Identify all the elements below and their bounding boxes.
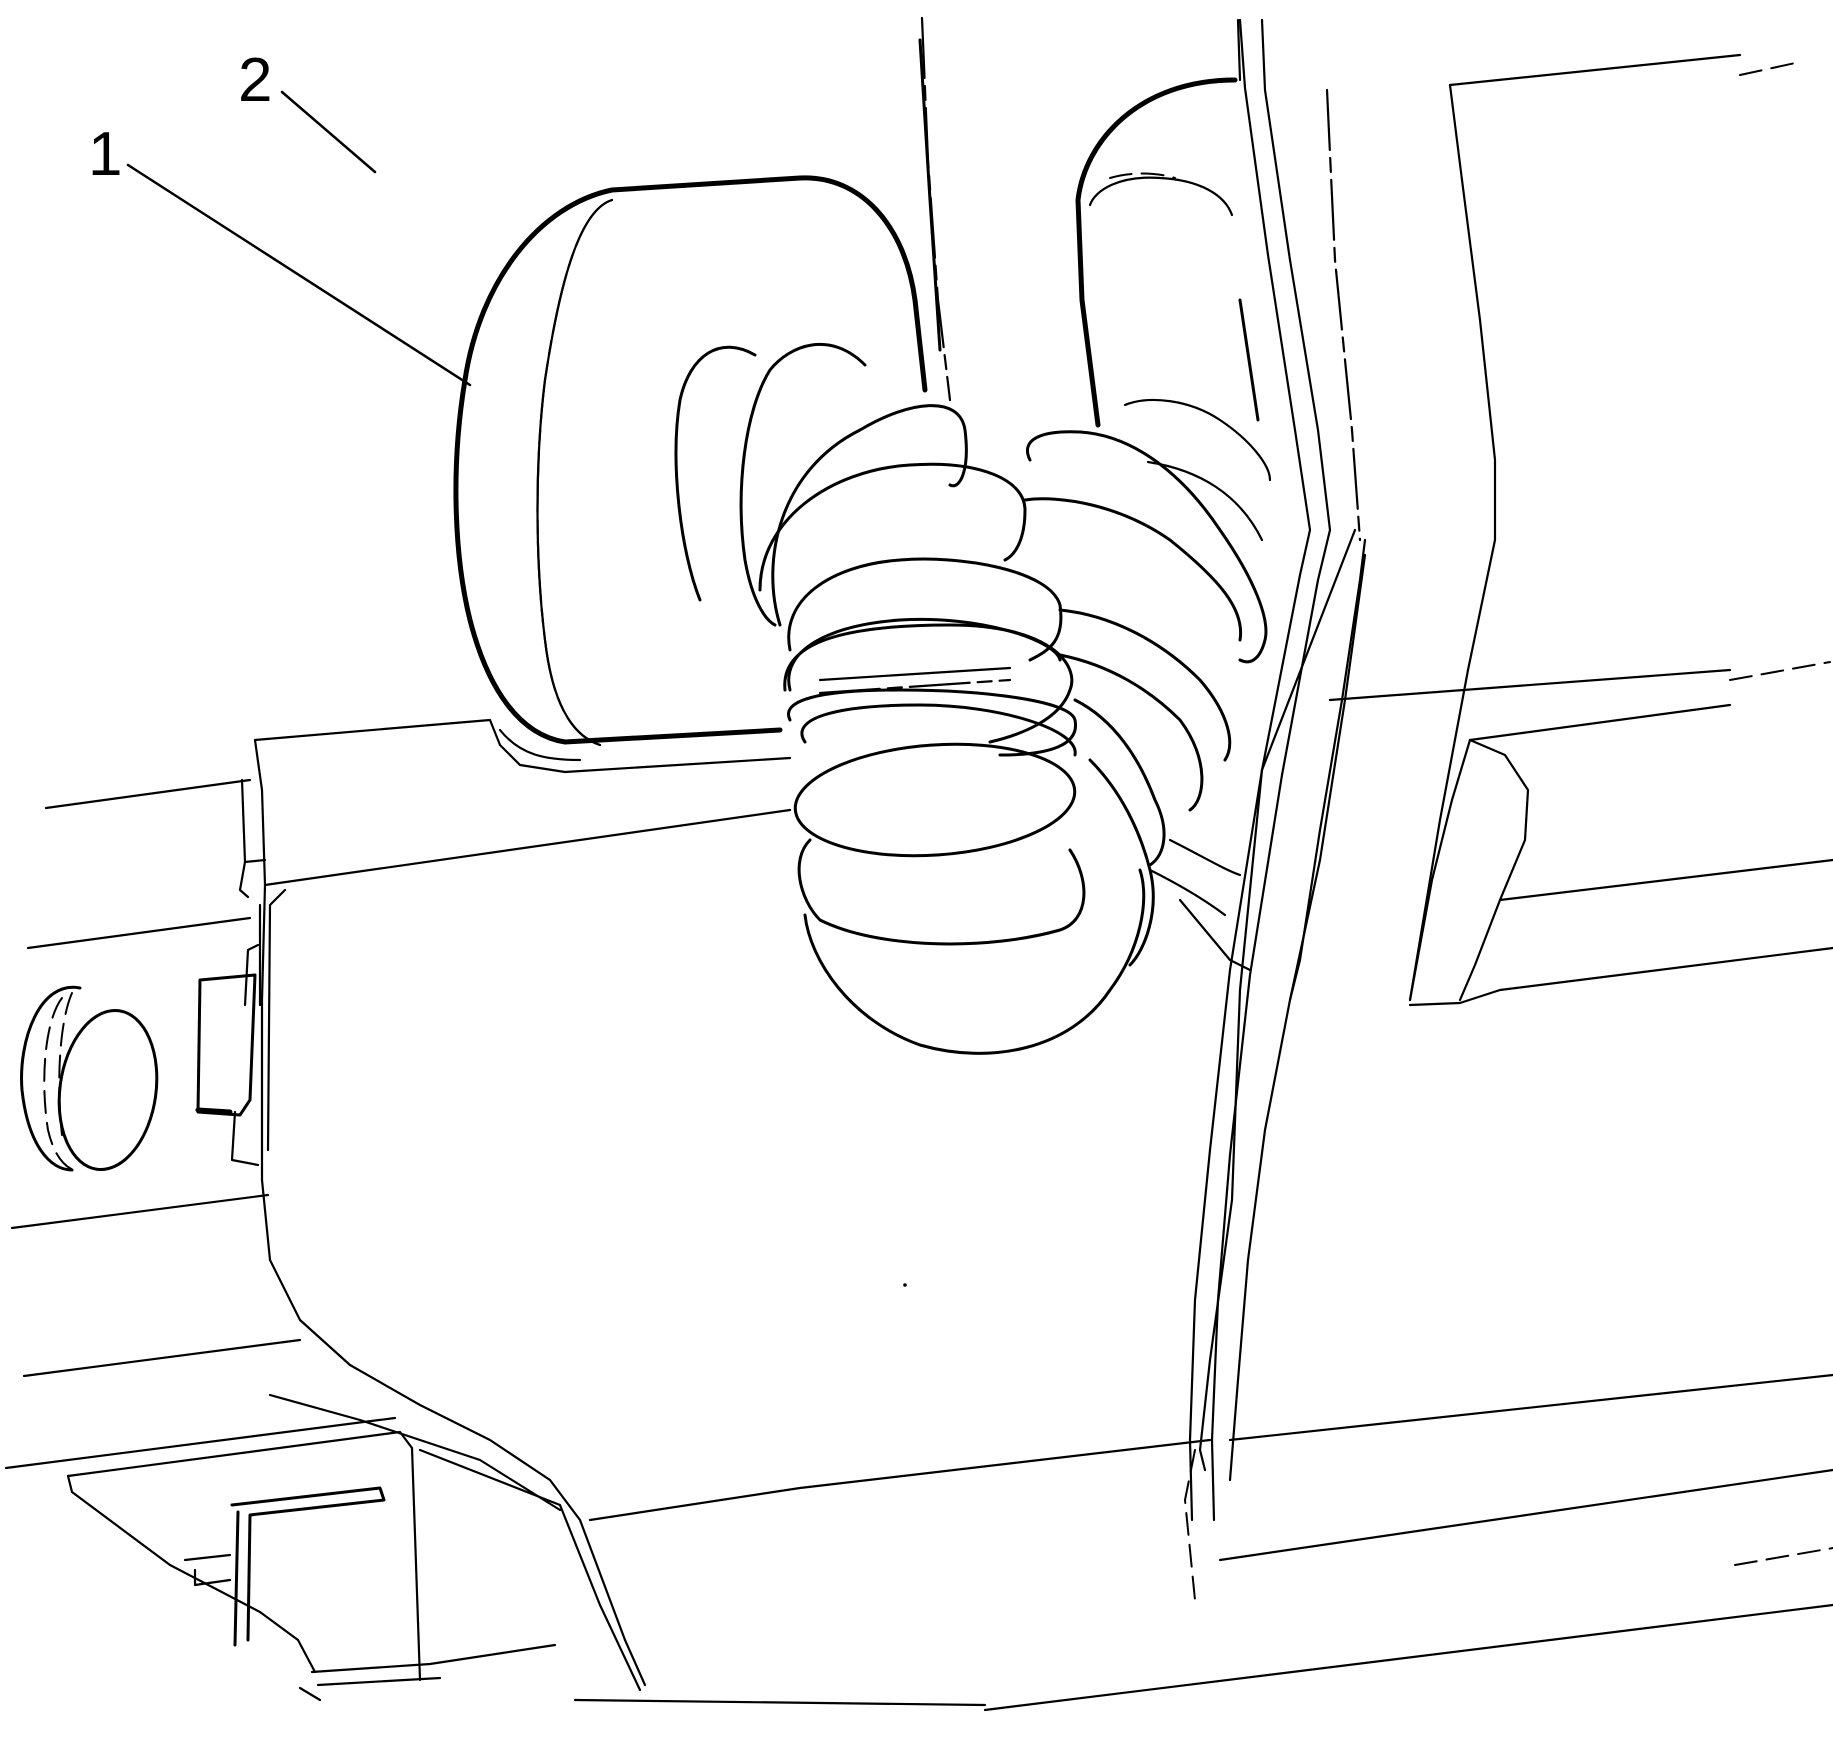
background-panel-lines xyxy=(4,61,1833,1566)
right-panel xyxy=(1328,53,1833,1007)
lower-body-panel xyxy=(253,718,1833,1712)
left-clip-bracket xyxy=(195,778,267,1167)
callout-number-2: 2 xyxy=(238,46,273,115)
bottom-tray xyxy=(66,1430,987,1707)
bellows-boot xyxy=(758,398,1272,1055)
grommet-seal xyxy=(453,175,928,762)
top-centerline xyxy=(918,16,952,402)
grommet-inner-ribs xyxy=(674,342,867,627)
upper-hose xyxy=(1075,18,1260,428)
vertical-pillar xyxy=(1183,18,1367,1601)
round-plug xyxy=(20,985,159,1173)
callout-number-1: 1 xyxy=(88,120,123,189)
